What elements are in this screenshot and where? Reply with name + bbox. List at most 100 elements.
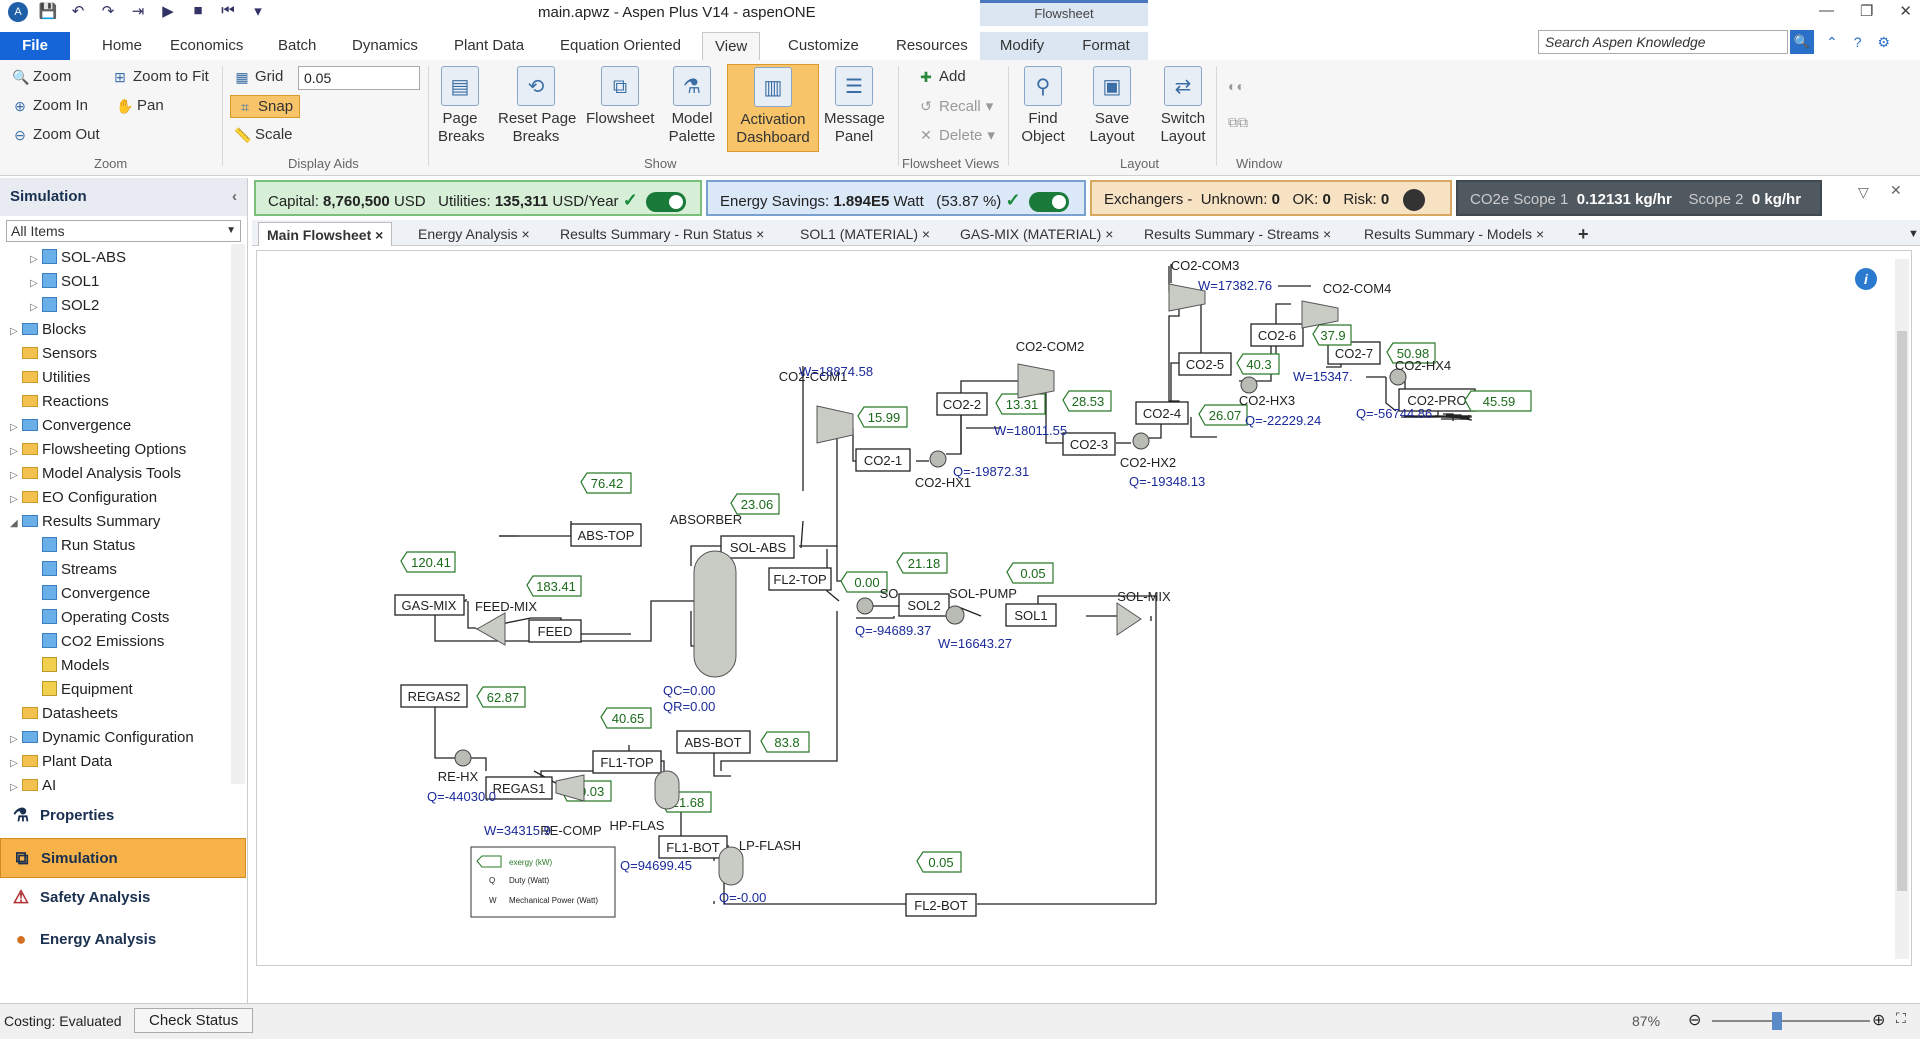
feed-mix-mixer[interactable] (477, 613, 505, 645)
expand-icon[interactable]: ▷ (10, 464, 22, 488)
stream-co2-6[interactable]: CO2-6 (1258, 328, 1296, 343)
find-object-button[interactable]: ⚲Find Object (1016, 66, 1070, 146)
close-tab-icon[interactable]: × (1323, 226, 1331, 242)
vertical-scroll-thumb[interactable] (1897, 331, 1907, 891)
exergy-tag[interactable]: 26.07 (1209, 408, 1242, 423)
stream-fl2-top[interactable]: FL2-TOP (773, 572, 826, 587)
tab-batch[interactable]: Batch (266, 32, 328, 60)
search-input[interactable]: Search Aspen Knowledge (1538, 30, 1788, 54)
activation-dashboard-button[interactable]: ▥Activation Dashboard (727, 64, 819, 152)
close-tab-icon[interactable]: × (522, 226, 530, 242)
nav-simulation[interactable]: ⧉Simulation (0, 838, 246, 878)
sol-pump[interactable] (946, 606, 964, 624)
exergy-tag[interactable]: 76.42 (591, 476, 624, 491)
tree-item[interactable]: Reactions (10, 390, 109, 414)
stream-fl1-top[interactable]: FL1-TOP (600, 755, 653, 770)
co2-com4-compressor[interactable] (1302, 301, 1338, 328)
tab-list-icon[interactable]: ▼ (1900, 222, 1920, 246)
tab-energy-analysis[interactable]: Energy Analysis × (410, 222, 538, 246)
tree-item[interactable]: ▷Model Analysis Tools (10, 462, 181, 486)
exergy-tag[interactable]: 45.59 (1483, 394, 1516, 409)
stream-co2-2[interactable]: CO2-2 (943, 397, 981, 412)
tree-item[interactable]: ▷Dynamic Configuration (10, 726, 194, 750)
tab-file[interactable]: File (0, 32, 70, 60)
save-layout-button[interactable]: ▣Save Layout (1086, 66, 1138, 146)
zoom-in-icon[interactable]: ⊕ (1872, 1010, 1885, 1030)
snap-button[interactable]: ⌗Snap (230, 95, 300, 118)
tab-format[interactable]: Format (1064, 32, 1148, 60)
page-breaks-button[interactable]: ▤Page Breaks (438, 66, 482, 146)
dashboard-dropdown-icon[interactable]: ▽ (1858, 184, 1869, 201)
energy-toggle[interactable] (1029, 192, 1069, 212)
co2-hx3-cooler[interactable] (1241, 377, 1257, 393)
zoom-slider[interactable] (1712, 1020, 1870, 1022)
grid-size-select[interactable]: 0.05 (298, 66, 420, 90)
tab-economics[interactable]: Economics (158, 32, 255, 60)
tree-scrollbar[interactable] (231, 244, 245, 784)
tree-item[interactable]: ◢Results Summary (10, 510, 160, 534)
search-icon[interactable]: 🔍 (1790, 30, 1814, 54)
capital-toggle[interactable] (646, 192, 686, 212)
tree-item[interactable]: Operating Costs (30, 606, 169, 630)
re-hx-heater[interactable] (455, 750, 471, 766)
tab-sol1[interactable]: SOL1 (MATERIAL) × (792, 222, 938, 246)
minimize-icon[interactable]: — (1819, 2, 1834, 20)
co2-hx1-cooler[interactable] (930, 451, 946, 467)
add-view-button[interactable]: ✚Add (918, 68, 966, 85)
stream-fl1-bot[interactable]: FL1-BOT (666, 840, 720, 855)
stream-sol-abs[interactable]: SOL-ABS (730, 540, 787, 555)
dashboard-close-icon[interactable]: ✕ (1890, 182, 1902, 199)
tree-item[interactable]: ▷Plant Data (10, 750, 112, 774)
tree-item[interactable]: Streams (30, 558, 117, 582)
stream-abs-top[interactable]: ABS-TOP (578, 528, 635, 543)
nav-properties[interactable]: ⚗Properties (0, 796, 246, 836)
absorber-column[interactable] (694, 551, 736, 677)
undo-icon[interactable]: ↶ (68, 2, 88, 22)
tab-plant-data[interactable]: Plant Data (442, 32, 536, 60)
stream-co2-1[interactable]: CO2-1 (864, 453, 902, 468)
flowsheet-canvas[interactable]: ABS-TOP SOL-ABS GAS-MIX FEED REGAS2 REGA… (256, 250, 1912, 966)
tree-item[interactable]: Datasheets (10, 702, 118, 726)
expand-icon[interactable]: ▷ (10, 488, 22, 512)
close-tab-icon[interactable]: × (756, 226, 764, 242)
tree-item[interactable]: Models (30, 654, 109, 678)
stream-sol1[interactable]: SOL1 (1014, 608, 1047, 623)
settings-icon[interactable]: ⚙ (1878, 34, 1891, 51)
zoom-button[interactable]: 🔍Zoom (12, 68, 71, 85)
tree-item[interactable]: ▷AI (10, 774, 56, 798)
co2-hx2-cooler[interactable] (1133, 433, 1149, 449)
exchanger-status-icon[interactable] (1403, 189, 1425, 211)
exergy-tag[interactable]: 83.8 (774, 735, 799, 750)
window-tile-button[interactable]: ◐◐ (1228, 78, 1244, 94)
switch-layout-button[interactable]: ⇄Switch Layout (1152, 66, 1214, 146)
stream-sol2[interactable]: SOL2 (907, 598, 940, 613)
re-comp-compressor[interactable] (556, 775, 584, 801)
stream-abs-bot[interactable]: ABS-BOT (684, 735, 741, 750)
tab-customize[interactable]: Customize (776, 32, 871, 60)
exergy-tag[interactable]: 0.00 (854, 575, 879, 590)
co2-emissions-panel[interactable]: CO2e Scope 1 0.12131 kg/hr Scope 2 0 kg/… (1456, 180, 1822, 216)
zoom-to-fit-button[interactable]: ⊞Zoom to Fit (112, 68, 209, 85)
close-tab-icon[interactable]: × (1105, 226, 1113, 242)
collapse-ribbon-icon[interactable]: ⌃ (1826, 34, 1838, 51)
exergy-tag[interactable]: 28.53 (1072, 394, 1105, 409)
zoom-out-button[interactable]: ⊖Zoom Out (12, 126, 100, 143)
tab-home[interactable]: Home (90, 32, 154, 60)
close-tab-icon[interactable]: × (375, 227, 383, 243)
tab-dynamics[interactable]: Dynamics (340, 32, 430, 60)
tree-item[interactable]: ▷Convergence (10, 414, 131, 438)
expand-icon[interactable]: ▷ (10, 440, 22, 464)
sol-cooler[interactable] (857, 598, 873, 614)
co2-com1-compressor[interactable] (817, 406, 853, 443)
window-arrange-button[interactable]: ⧉⧉ (1228, 114, 1244, 130)
tab-gas-mix[interactable]: GAS-MIX (MATERIAL) × (952, 222, 1121, 246)
exchangers-panel[interactable]: Exchangers - Unknown: 0 OK: 0 Risk: 0 (1090, 180, 1452, 216)
exergy-tag[interactable]: 0.05 (928, 855, 953, 870)
close-tab-icon[interactable]: × (922, 226, 930, 242)
tab-streams[interactable]: Results Summary - Streams × (1136, 222, 1339, 246)
expand-icon[interactable]: ▷ (10, 728, 22, 752)
tree-item[interactable]: Run Status (30, 534, 135, 558)
help-icon[interactable]: ? (1854, 34, 1862, 51)
stream-co2-7[interactable]: CO2-7 (1335, 346, 1373, 361)
tree-item[interactable]: Utilities (10, 366, 90, 390)
